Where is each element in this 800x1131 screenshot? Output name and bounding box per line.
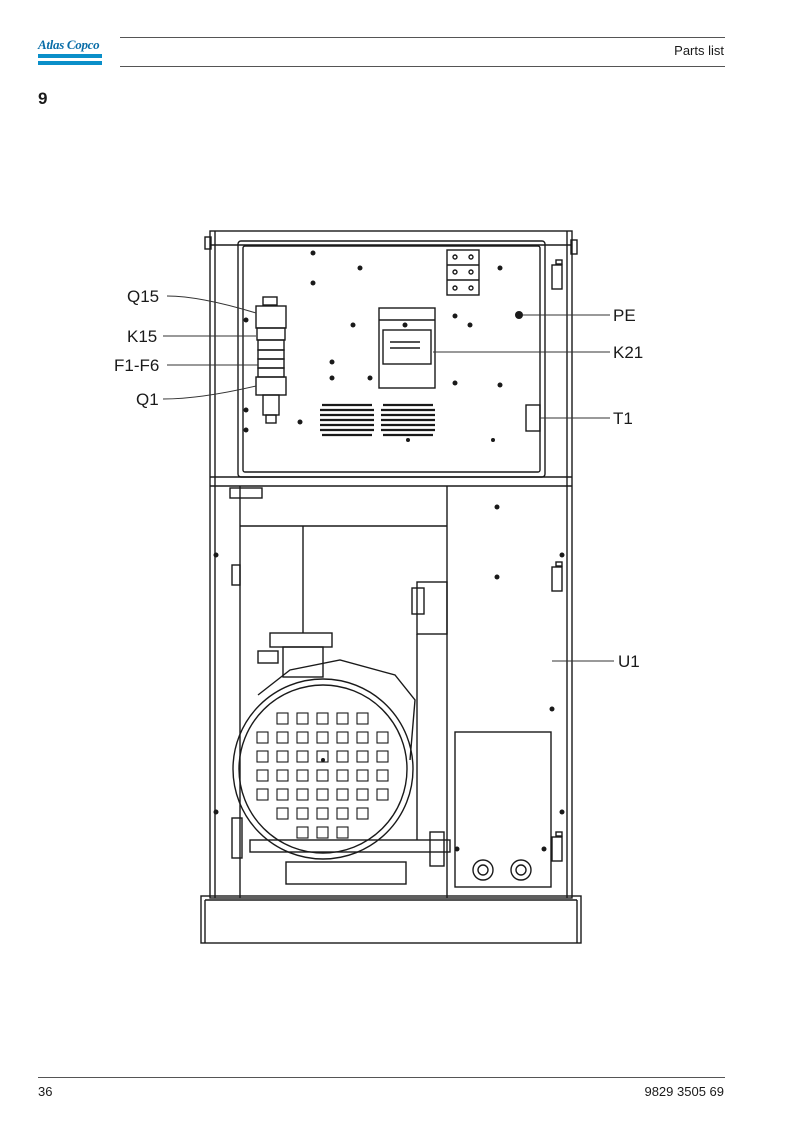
motor-fan-cover (232, 678, 414, 860)
footer-rule (38, 1077, 725, 1078)
base-frame (200, 895, 582, 944)
logo-stripe (38, 54, 102, 58)
section-number: 9 (38, 89, 48, 108)
cabinet-frame (209, 230, 573, 899)
callout-q1: Q1 (136, 390, 159, 409)
transformer-t1 (525, 404, 541, 432)
header-rule-bottom (120, 66, 725, 67)
logo-wordmark: Atlas Copco (38, 37, 100, 52)
callout-q15: Q15 (127, 287, 159, 306)
document-number: 9829 3505 69 (644, 1084, 724, 1099)
callout-u1: U1 (618, 652, 640, 671)
callout-f1-f6: F1-F6 (114, 356, 159, 375)
atlas-copco-logo: Atlas Copco (38, 36, 104, 68)
page-number: 36 (38, 1084, 53, 1099)
callout-k15: K15 (127, 327, 157, 346)
contactor-k21 (378, 307, 436, 389)
callout-pe: PE (613, 306, 636, 325)
logo-stripe (38, 61, 102, 65)
leader-q15 (166, 295, 257, 314)
callout-k21: K21 (613, 343, 643, 362)
header-rule-top (120, 37, 725, 38)
breaker-q15 (255, 305, 287, 329)
leader-q1 (162, 385, 257, 400)
page-title: Parts list (674, 43, 724, 58)
callout-t1: T1 (613, 409, 633, 428)
door-inlet-panel (454, 731, 552, 888)
